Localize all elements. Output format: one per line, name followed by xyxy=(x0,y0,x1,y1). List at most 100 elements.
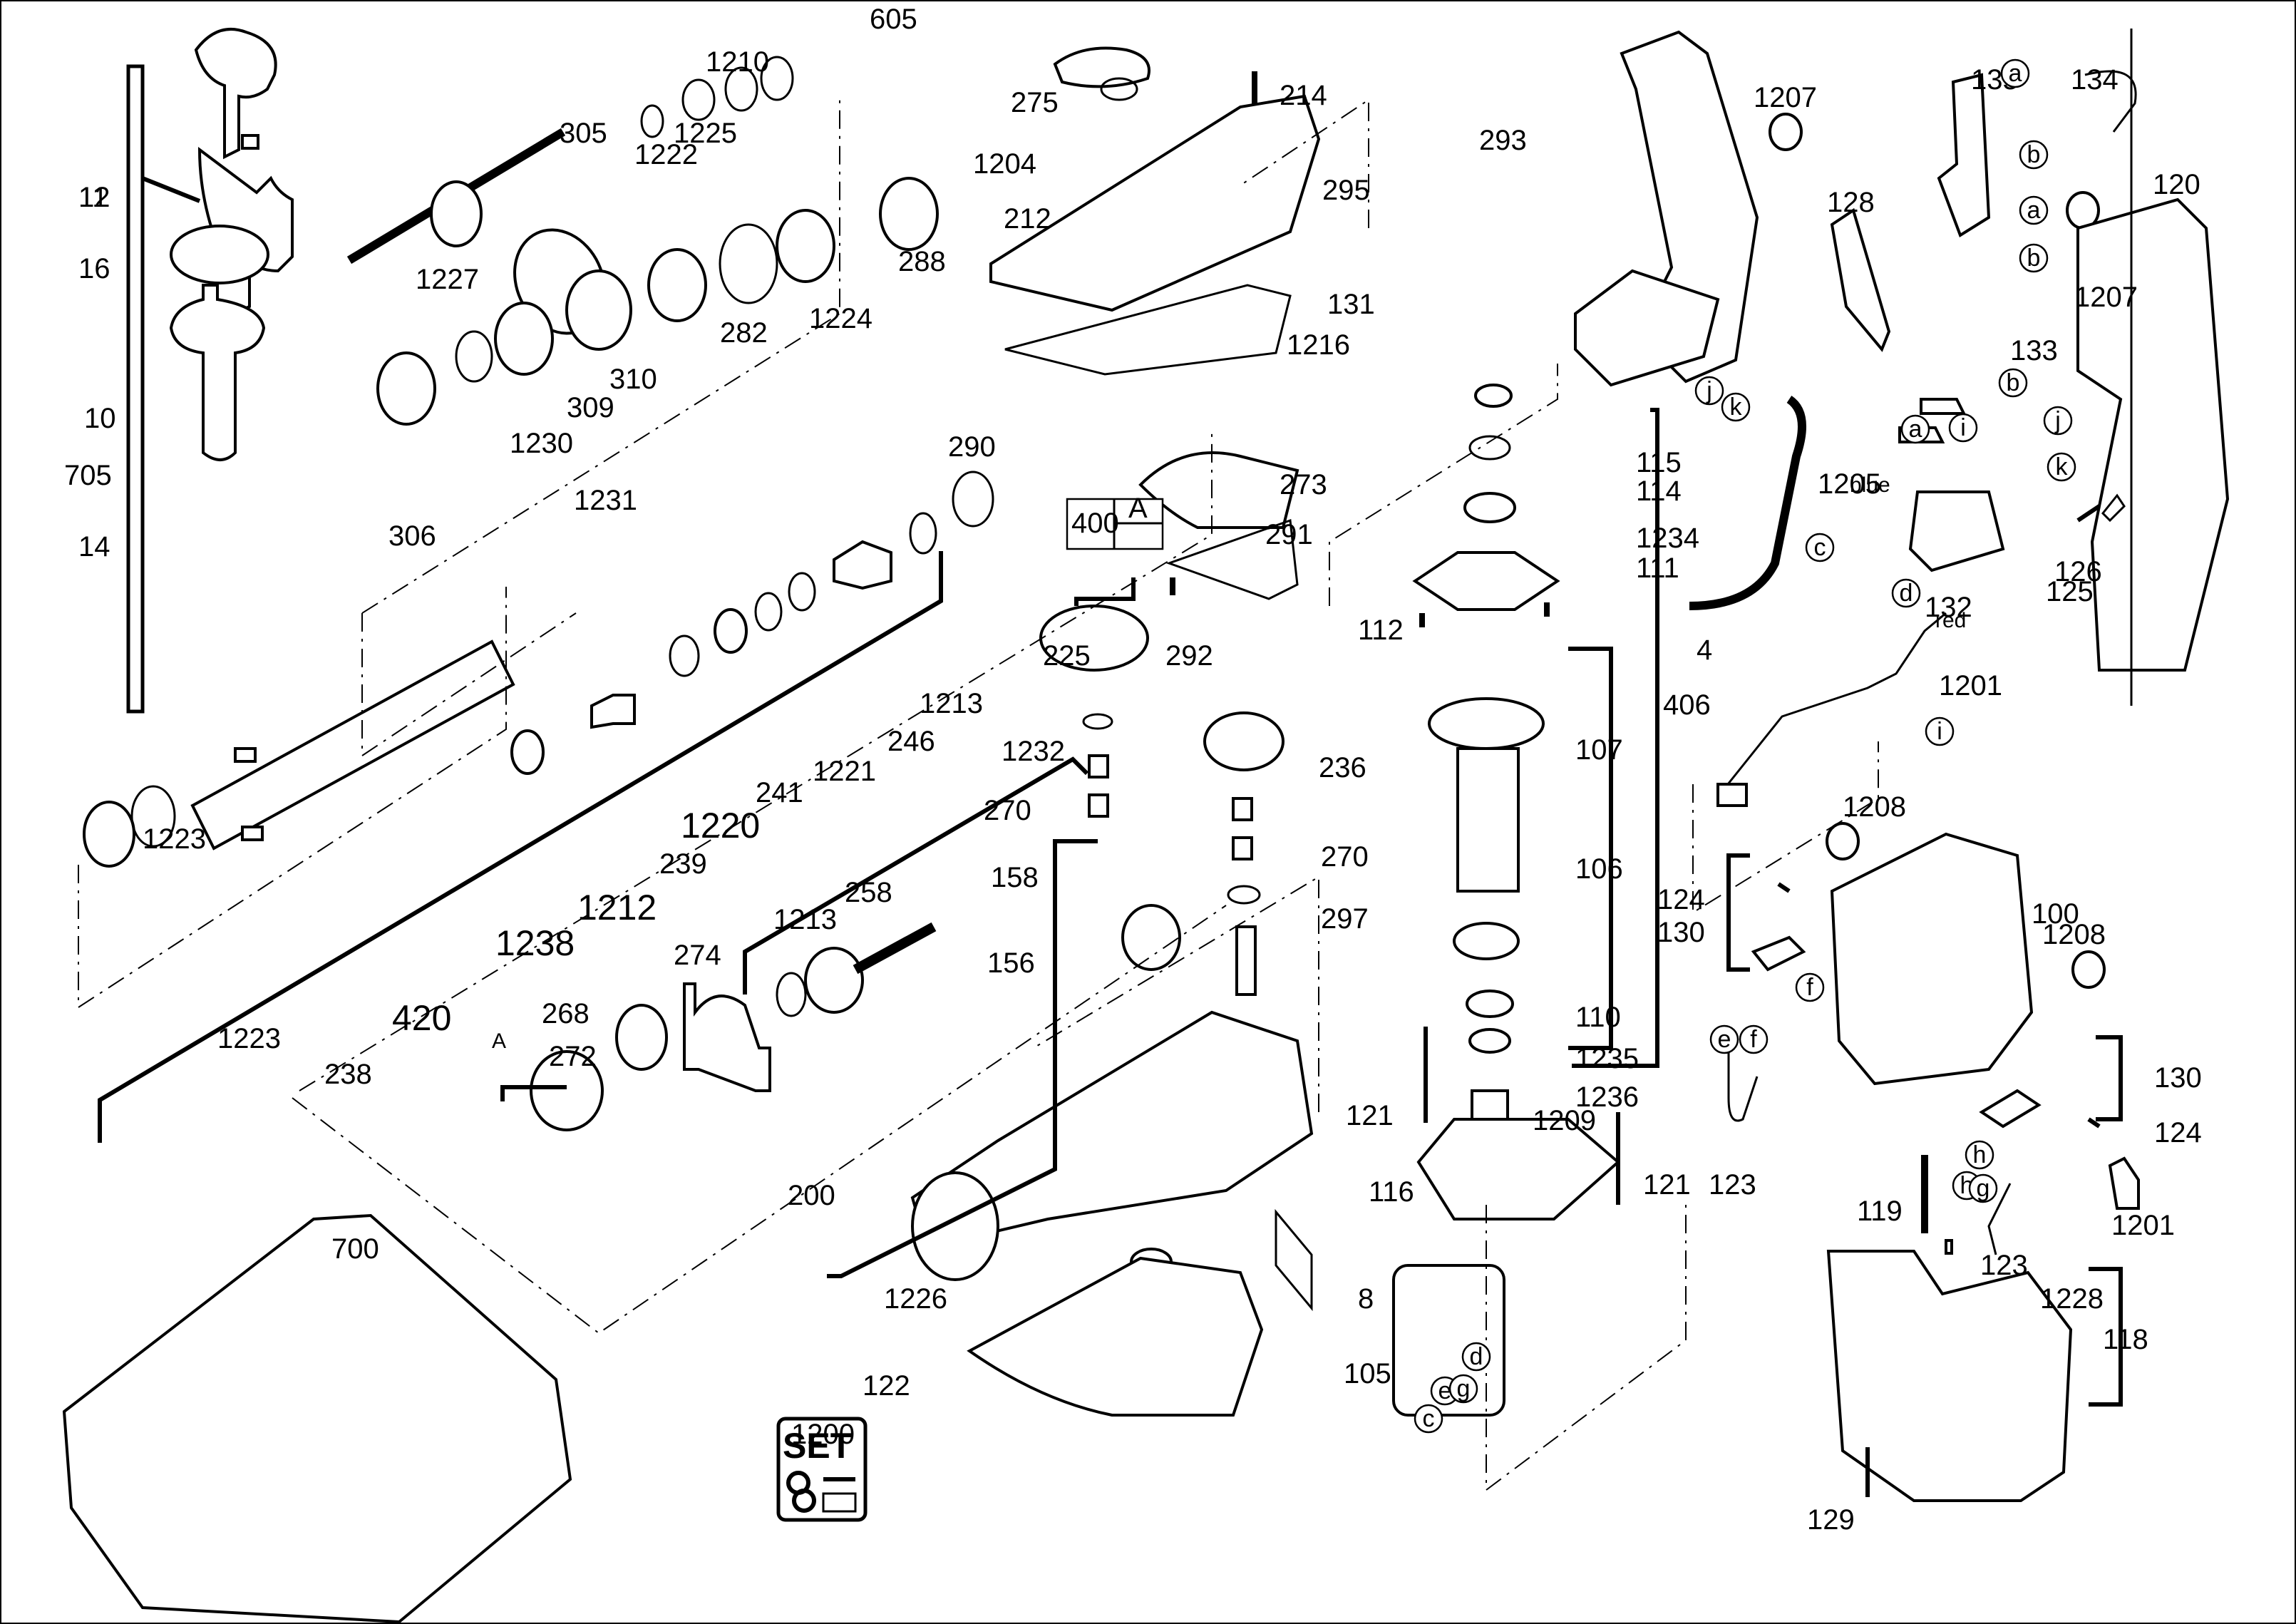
part-label-1220: 1220 xyxy=(681,806,760,846)
callout-circle xyxy=(1998,368,2028,398)
callout-letter: j xyxy=(2054,407,2061,434)
part-label-124: 124 xyxy=(1657,884,1705,915)
reference-box-letter: A xyxy=(1128,493,1148,524)
part-label-1223: 1223 xyxy=(143,823,206,855)
part-130-brush-holder-a xyxy=(1751,935,1806,972)
part-123-wire-a xyxy=(1727,1048,1759,1122)
callout-circle xyxy=(1795,972,1825,1002)
part-label-1204: 1204 xyxy=(973,148,1036,180)
part-label-1230: 1230 xyxy=(510,428,573,459)
part-1238-bushing xyxy=(510,729,545,775)
assembly-brackets xyxy=(98,29,2133,1407)
part-105-field xyxy=(1392,1264,1505,1417)
reference-box-number: 400 xyxy=(1071,508,1119,539)
callout-letter: d xyxy=(1470,1343,1483,1370)
part-label-128: 128 xyxy=(1827,187,1875,218)
part-1228-pin xyxy=(1945,1239,1953,1255)
part-14-grip xyxy=(169,284,266,461)
callout-b: b xyxy=(1998,368,2028,398)
bracket-406 xyxy=(1572,408,1659,1068)
part-label-158: 158 xyxy=(991,862,1039,893)
callout-j: j xyxy=(1694,376,1724,406)
part-120-handle-half-right xyxy=(2076,197,2230,672)
part-1234-bearing xyxy=(1463,492,1516,523)
part-label-291: 291 xyxy=(1265,519,1313,550)
part-1225-washer xyxy=(681,78,716,121)
oring-icon xyxy=(792,1489,816,1513)
part-124-screw-a xyxy=(1777,882,1791,893)
part-label-293: 293 xyxy=(1479,125,1527,156)
part-label-270: 270 xyxy=(984,795,1031,826)
guide-line xyxy=(1692,741,1879,914)
part-306-sleeve xyxy=(376,351,436,426)
part-122-gear-cover xyxy=(967,1256,1264,1417)
part-label-420: 420 xyxy=(392,998,451,1038)
part-123-wire-b xyxy=(1987,1183,2012,1255)
part-label-118: 118 xyxy=(2103,1324,2148,1355)
part-label-12: 12 xyxy=(78,182,110,213)
part-label-110: 110 xyxy=(1575,1002,1621,1033)
callout-letter: a xyxy=(1909,416,1922,443)
part-label-1225: 1225 xyxy=(674,118,737,149)
part-label-1224: 1224 xyxy=(809,303,872,334)
part-1223-key-b xyxy=(241,826,264,841)
piston-group xyxy=(530,922,1314,1417)
part-8-nameplate xyxy=(1275,1208,1313,1312)
part-handle-half-left xyxy=(1620,30,1759,384)
part-236-eccentric-gear xyxy=(1203,711,1285,771)
callout-letter: c xyxy=(1423,1405,1435,1432)
part-label-100: 100 xyxy=(2032,898,2079,930)
part-label-1205: 1205 xyxy=(1818,468,1881,500)
callout-letter: e xyxy=(1438,1377,1452,1404)
part-label-292: 292 xyxy=(1165,640,1213,672)
callout-letter: f xyxy=(1806,974,1813,1001)
wire-color-label-blue: blue xyxy=(1850,473,1890,497)
part-124-screw-b xyxy=(2087,1117,2101,1129)
part-16-bolt xyxy=(141,176,201,203)
part-label-1223: 1223 xyxy=(217,1023,281,1054)
handle-group xyxy=(1574,30,2230,672)
callout-circle xyxy=(1448,1374,1478,1404)
part-114-retaining-ring xyxy=(1468,435,1511,461)
part-1212-striker xyxy=(590,694,636,729)
part-label-114: 114 xyxy=(1636,476,1682,507)
part-1210-seal-a xyxy=(724,66,758,112)
part-label-1213: 1213 xyxy=(773,904,837,935)
callout-k: k xyxy=(1721,392,1751,422)
callout-d: d xyxy=(1891,578,1921,608)
callout-circle xyxy=(2043,406,2073,436)
part-label-273: 273 xyxy=(1280,469,1327,500)
part-106-armature xyxy=(1456,747,1520,893)
part-241-washer xyxy=(754,592,783,632)
part-label-1210: 1210 xyxy=(706,46,769,78)
callout-i: i xyxy=(1948,413,1978,443)
part-label-268: 268 xyxy=(542,998,590,1029)
callout-circle xyxy=(1461,1342,1491,1372)
callout-a: a xyxy=(2000,58,2030,88)
part-1213-oring xyxy=(909,512,937,555)
callout-circle xyxy=(1891,578,1921,608)
motor-group xyxy=(1392,384,1621,1417)
guide-line xyxy=(292,905,1227,1335)
part-1227-cap xyxy=(430,180,483,247)
part-282-spring-ring xyxy=(719,223,778,304)
part-label-270: 270 xyxy=(1321,841,1369,873)
set-badge[interactable]: SET xyxy=(776,1417,868,1522)
callout-letter: c xyxy=(1814,534,1826,561)
guide-line xyxy=(361,100,840,614)
callout-circle xyxy=(2019,243,2049,273)
part-label-116: 116 xyxy=(1369,1176,1414,1208)
part-label-258: 258 xyxy=(845,877,892,908)
part-label-1208: 1208 xyxy=(1843,791,1906,823)
part-1230-holder xyxy=(494,302,554,376)
callout-c: c xyxy=(1414,1404,1443,1434)
callout-g: g xyxy=(1968,1173,1998,1203)
part-label-241: 241 xyxy=(756,777,803,808)
part-label-105: 105 xyxy=(1344,1358,1391,1389)
part-label-212: 212 xyxy=(1004,203,1051,235)
callout-b: b xyxy=(2019,140,2049,170)
part-label-1235: 1235 xyxy=(1575,1043,1639,1074)
motor-housing-group xyxy=(1716,612,2140,1502)
part-label-123: 123 xyxy=(1709,1169,1756,1201)
